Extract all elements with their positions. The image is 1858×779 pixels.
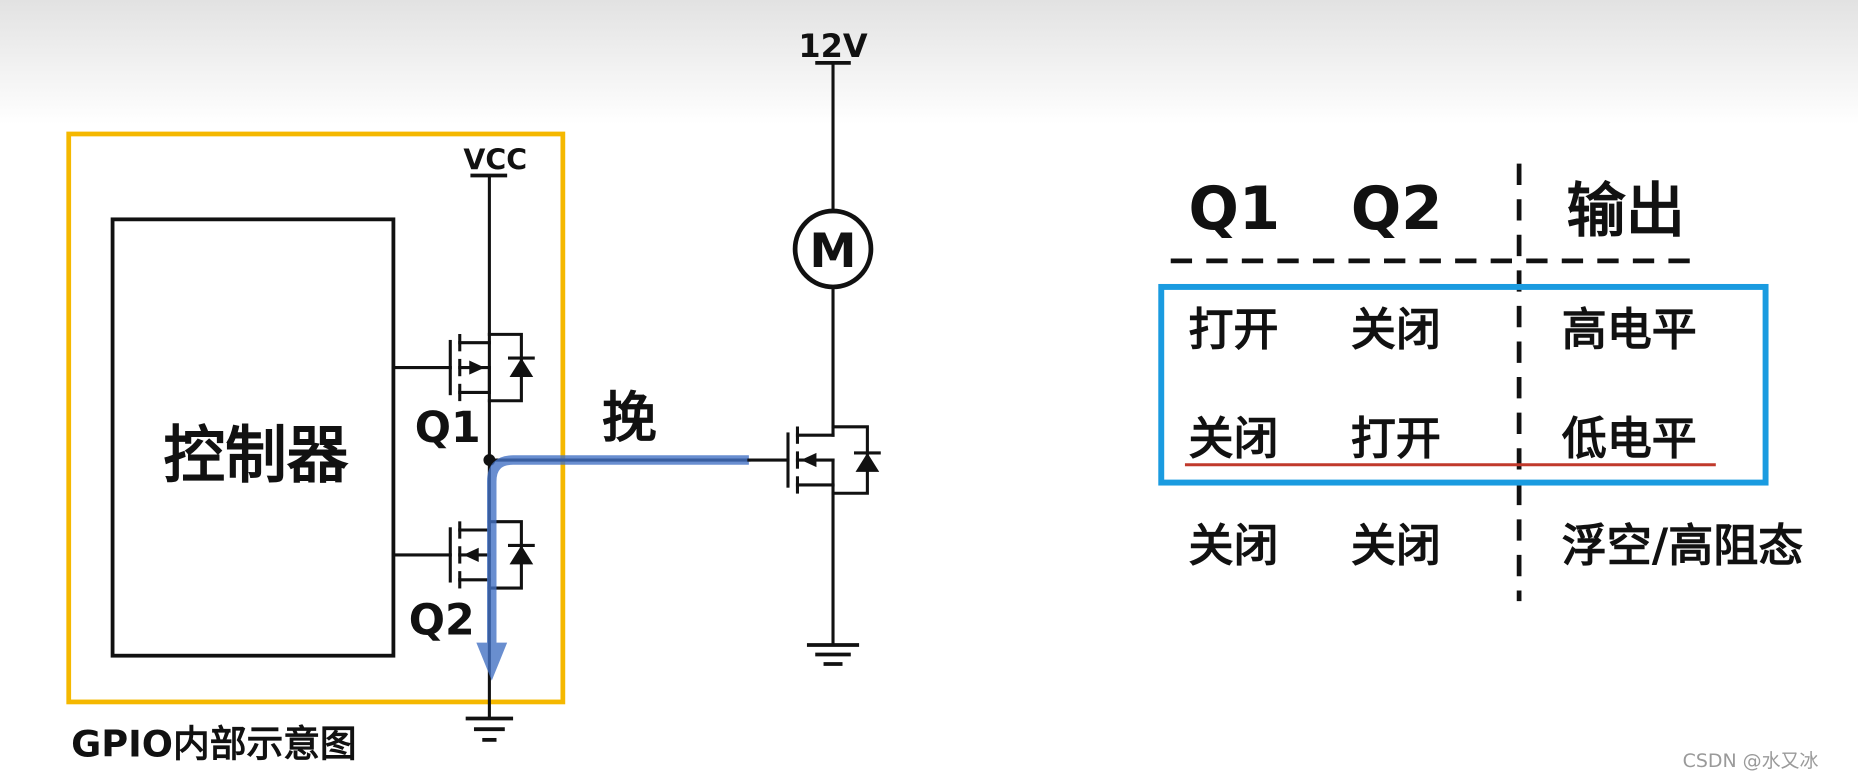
- gpio-box-label: GPIO内部示意图: [71, 722, 357, 765]
- sink-current-path-arrow: [476, 455, 749, 681]
- controller-label: 控制器: [164, 420, 349, 492]
- row1-output-cell: 高电平: [1562, 303, 1697, 356]
- q1-channel-arrow: [469, 360, 485, 375]
- table-header-q1: Q1: [1189, 174, 1281, 243]
- row1-q1-cell: 打开: [1189, 303, 1279, 356]
- q1-label: Q1: [415, 403, 481, 453]
- row3-output-cell: 浮空/高阻态: [1562, 519, 1804, 572]
- row2-q2-cell: 打开: [1351, 412, 1441, 465]
- gpio-internal-box: [66, 131, 566, 705]
- pull-label: 挽: [602, 385, 656, 449]
- row2-q1-cell: 关闭: [1189, 412, 1279, 465]
- truth-table: Q1 Q2 输出 打开 关闭 高电平 关闭 打开 低电平 关闭 关闭 浮空/高阻…: [1158, 163, 1804, 602]
- gpio-ground-symbol: [465, 716, 514, 742]
- row1-q2-cell: 关闭: [1351, 303, 1441, 356]
- external-mosfet-symbol: [747, 425, 881, 647]
- q2-label: Q2: [409, 595, 475, 645]
- external-mosfet-body-diode: [831, 425, 881, 495]
- table-row: 关闭 关闭 浮空/高阻态: [1189, 519, 1804, 572]
- external-mosfet-channel-arrow: [801, 452, 817, 468]
- driven-states-highlight-box: [1158, 283, 1769, 486]
- controller-box: [110, 217, 396, 658]
- watermark: CSDN @水又冰: [1683, 750, 1819, 772]
- q2-channel-arrow: [463, 547, 479, 563]
- q1-mosfet-symbol: [391, 332, 535, 462]
- table-header-output: 输出: [1567, 176, 1685, 245]
- table-row: 关闭 打开 低电平: [1189, 412, 1697, 465]
- q1-body-diode: [487, 332, 535, 403]
- table-row: 打开 关闭 高电平: [1189, 303, 1697, 356]
- row3-q1-cell: 关闭: [1189, 519, 1279, 572]
- q2-body-diode: [487, 520, 535, 590]
- motor-label: M: [809, 224, 856, 279]
- output-junction-dot: [483, 454, 496, 466]
- vcc-label: VCC: [463, 144, 527, 177]
- 12v-label: 12V: [798, 27, 868, 65]
- row2-output-cell: 低电平: [1562, 412, 1697, 465]
- table-header-q2: Q2: [1351, 174, 1443, 243]
- row3-q2-cell: 关闭: [1351, 519, 1441, 572]
- load-ground-symbol: [806, 643, 860, 666]
- vcc-rail-symbol: VCC: [463, 144, 527, 345]
- 12v-supply-symbol: 12V: [798, 27, 868, 213]
- motor-symbol: M: [792, 208, 874, 437]
